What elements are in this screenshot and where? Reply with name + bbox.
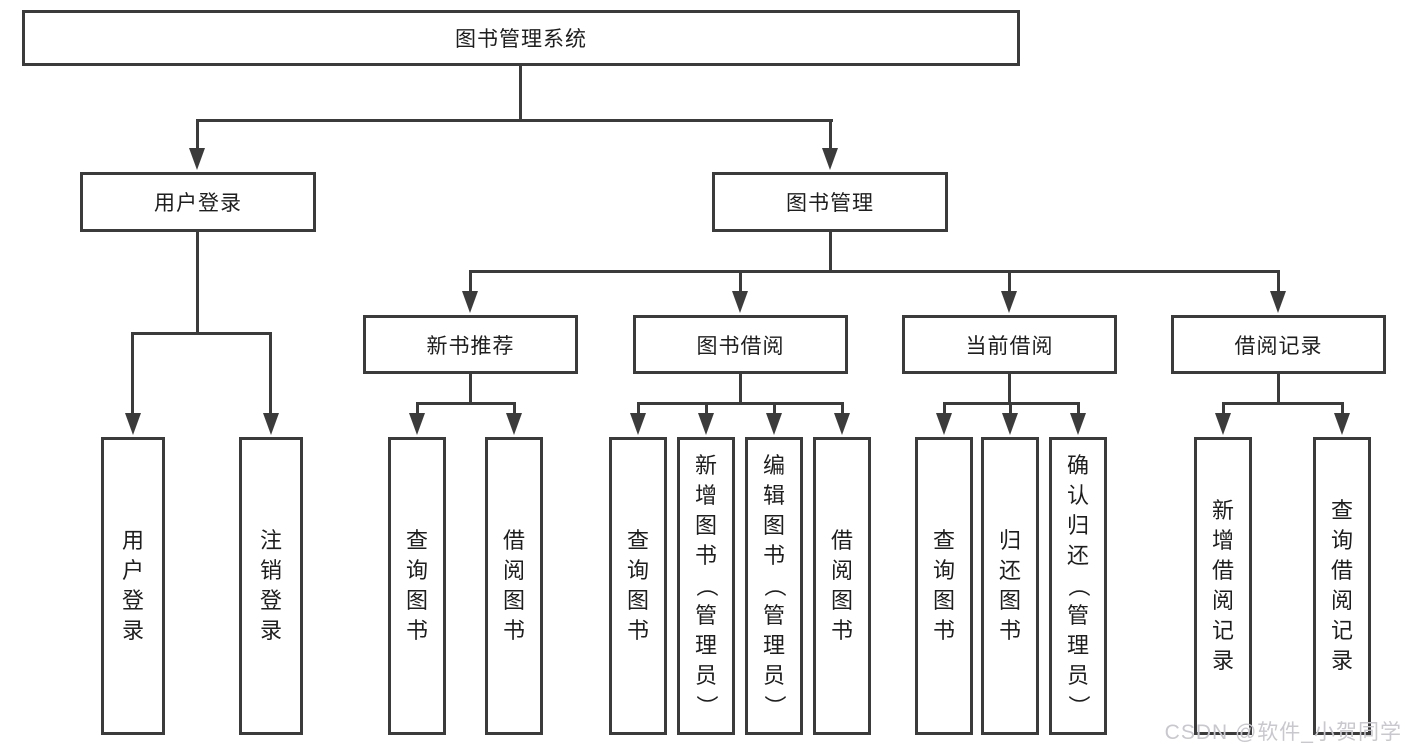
watermark: CSDN @软件_小贺同学 xyxy=(1164,721,1402,744)
arrow-down-icon xyxy=(698,413,714,435)
leaf-user-login: 用户登录 xyxy=(101,437,165,735)
node-borrow-records: 借阅记录 xyxy=(1171,315,1386,374)
connector-stem xyxy=(739,374,742,405)
connector-book-mgmt-stem xyxy=(829,232,832,273)
arrow-down-icon xyxy=(1001,291,1017,313)
connector-stem xyxy=(469,374,472,405)
connector-drop xyxy=(469,270,472,293)
leaf-return-books: 归还图书 xyxy=(981,437,1039,735)
connector-root-stem xyxy=(519,66,522,122)
leaf-logout: 注销登录 xyxy=(239,437,303,735)
connector-drop xyxy=(1008,270,1011,293)
node-label: 当前借阅 xyxy=(965,334,1054,358)
connector-drop xyxy=(773,402,776,415)
arrow-down-icon xyxy=(1002,413,1018,435)
arrow-down-icon xyxy=(822,148,838,170)
arrow-down-icon xyxy=(189,148,205,170)
connector-drop xyxy=(269,332,272,415)
arrow-down-icon xyxy=(630,413,646,435)
connector-drop xyxy=(705,402,708,415)
leaf-query-books: 查询图书 xyxy=(388,437,446,735)
node-book-borrow: 图书借阅 xyxy=(633,315,848,374)
connector-user-login-rail xyxy=(131,332,272,335)
connector-drop xyxy=(841,402,844,415)
node-book-management: 图书管理 xyxy=(712,172,948,232)
connector-stem xyxy=(1277,374,1280,405)
node-root: 图书管理系统 xyxy=(22,10,1020,66)
leaf-query-books: 查询图书 xyxy=(915,437,973,735)
connector-rail xyxy=(1222,402,1343,405)
connector-drop xyxy=(1222,402,1225,415)
leaf-add-books-admin: 新增图书（管理员） xyxy=(677,437,735,735)
connector-rail xyxy=(416,402,516,405)
connector-root-rail xyxy=(196,119,833,122)
connector-book-mgmt-rail xyxy=(469,270,1280,273)
node-user-login: 用户登录 xyxy=(80,172,316,232)
node-new-book-recommend: 新书推荐 xyxy=(363,315,578,374)
connector-drop xyxy=(943,402,946,415)
arrow-down-icon xyxy=(1215,413,1231,435)
connector-rail xyxy=(637,402,843,405)
connector-drop xyxy=(131,332,134,415)
connector-drop xyxy=(1277,270,1280,293)
leaf-add-borrow-record: 新增借阅记录 xyxy=(1194,437,1252,735)
leaf-borrow-books: 借阅图书 xyxy=(485,437,543,735)
connector-drop xyxy=(513,402,516,415)
arrow-down-icon xyxy=(1070,413,1086,435)
arrow-down-icon xyxy=(936,413,952,435)
connector-drop xyxy=(739,270,742,293)
connector-drop xyxy=(1009,402,1012,415)
arrow-down-icon xyxy=(766,413,782,435)
leaf-borrow-books: 借阅图书 xyxy=(813,437,871,735)
connector-drop xyxy=(637,402,640,415)
arrow-down-icon xyxy=(1334,413,1350,435)
connector-stem xyxy=(1008,374,1011,405)
node-label: 用户登录 xyxy=(154,192,242,215)
leaf-confirm-return-admin: 确认归还（管理员） xyxy=(1049,437,1107,735)
connector-user-login-stem xyxy=(196,232,199,335)
leaf-edit-books-admin: 编辑图书（管理员） xyxy=(745,437,803,735)
connector-drop xyxy=(416,402,419,415)
node-label: 图书管理 xyxy=(786,192,874,215)
arrow-down-icon xyxy=(506,413,522,435)
leaf-query-books: 查询图书 xyxy=(609,437,667,735)
node-label: 借阅记录 xyxy=(1234,334,1323,358)
node-label: 图书借阅 xyxy=(696,334,785,358)
arrow-down-icon xyxy=(1270,291,1286,313)
arrow-down-icon xyxy=(125,413,141,435)
node-label: 新书推荐 xyxy=(426,334,515,358)
connector-drop-user-login xyxy=(196,119,199,150)
node-current-borrow: 当前借阅 xyxy=(902,315,1117,374)
arrow-down-icon xyxy=(409,413,425,435)
arrow-down-icon xyxy=(732,291,748,313)
arrow-down-icon xyxy=(834,413,850,435)
leaf-query-borrow-record: 查询借阅记录 xyxy=(1313,437,1371,735)
arrow-down-icon xyxy=(462,291,478,313)
arrow-down-icon xyxy=(263,413,279,435)
connector-drop xyxy=(1341,402,1344,415)
node-root-label: 图书管理系统 xyxy=(455,28,587,51)
connector-drop xyxy=(1077,402,1080,415)
connector-drop-book-mgmt xyxy=(829,119,832,150)
